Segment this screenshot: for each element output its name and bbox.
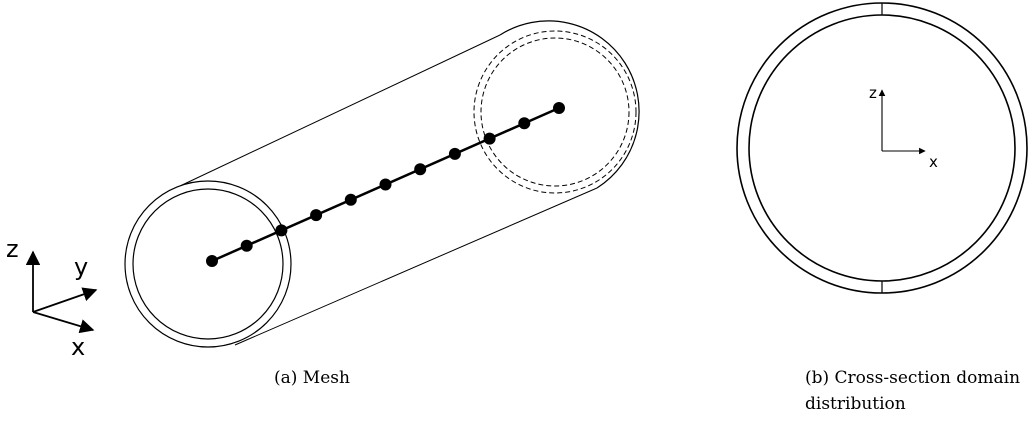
cross-section: z x xyxy=(736,2,1028,294)
mesh-node xyxy=(206,255,218,267)
mesh-node xyxy=(414,163,427,176)
mesh-caption: (a) Mesh xyxy=(274,368,350,388)
mesh-nodes xyxy=(206,102,565,267)
axis-triad-3d: z y x xyxy=(6,235,98,361)
mesh-node xyxy=(448,147,461,160)
mesh-node xyxy=(483,132,496,145)
cs-z-axis-label: z xyxy=(869,84,877,102)
z-axis-label: z xyxy=(6,235,19,263)
mesh-node xyxy=(310,209,323,222)
x-axis-arrow xyxy=(32,311,95,334)
mesh-node xyxy=(275,224,288,237)
far-end-outer-arc xyxy=(499,20,640,189)
mesh-node xyxy=(518,117,531,130)
far-end-outer-dashed xyxy=(473,30,637,194)
far-end-inner-dashed xyxy=(480,37,630,187)
near-end-inner-ring xyxy=(132,188,284,340)
mesh-node xyxy=(553,102,565,114)
cross-section-caption-line2: distribution xyxy=(805,394,906,414)
cylinder-top-edge xyxy=(179,34,501,187)
cs-x-axis-label: x xyxy=(929,153,938,171)
y-axis-arrow xyxy=(32,287,98,313)
mesh-node xyxy=(344,193,357,206)
mesh-node xyxy=(379,178,392,191)
y-axis-label: y xyxy=(74,253,88,281)
cross-section-caption-line1: (b) Cross-section domain xyxy=(805,368,1021,388)
cylinder-bottom-edge xyxy=(234,187,598,346)
x-axis-label: x xyxy=(71,333,85,361)
mesh-node xyxy=(240,239,253,252)
